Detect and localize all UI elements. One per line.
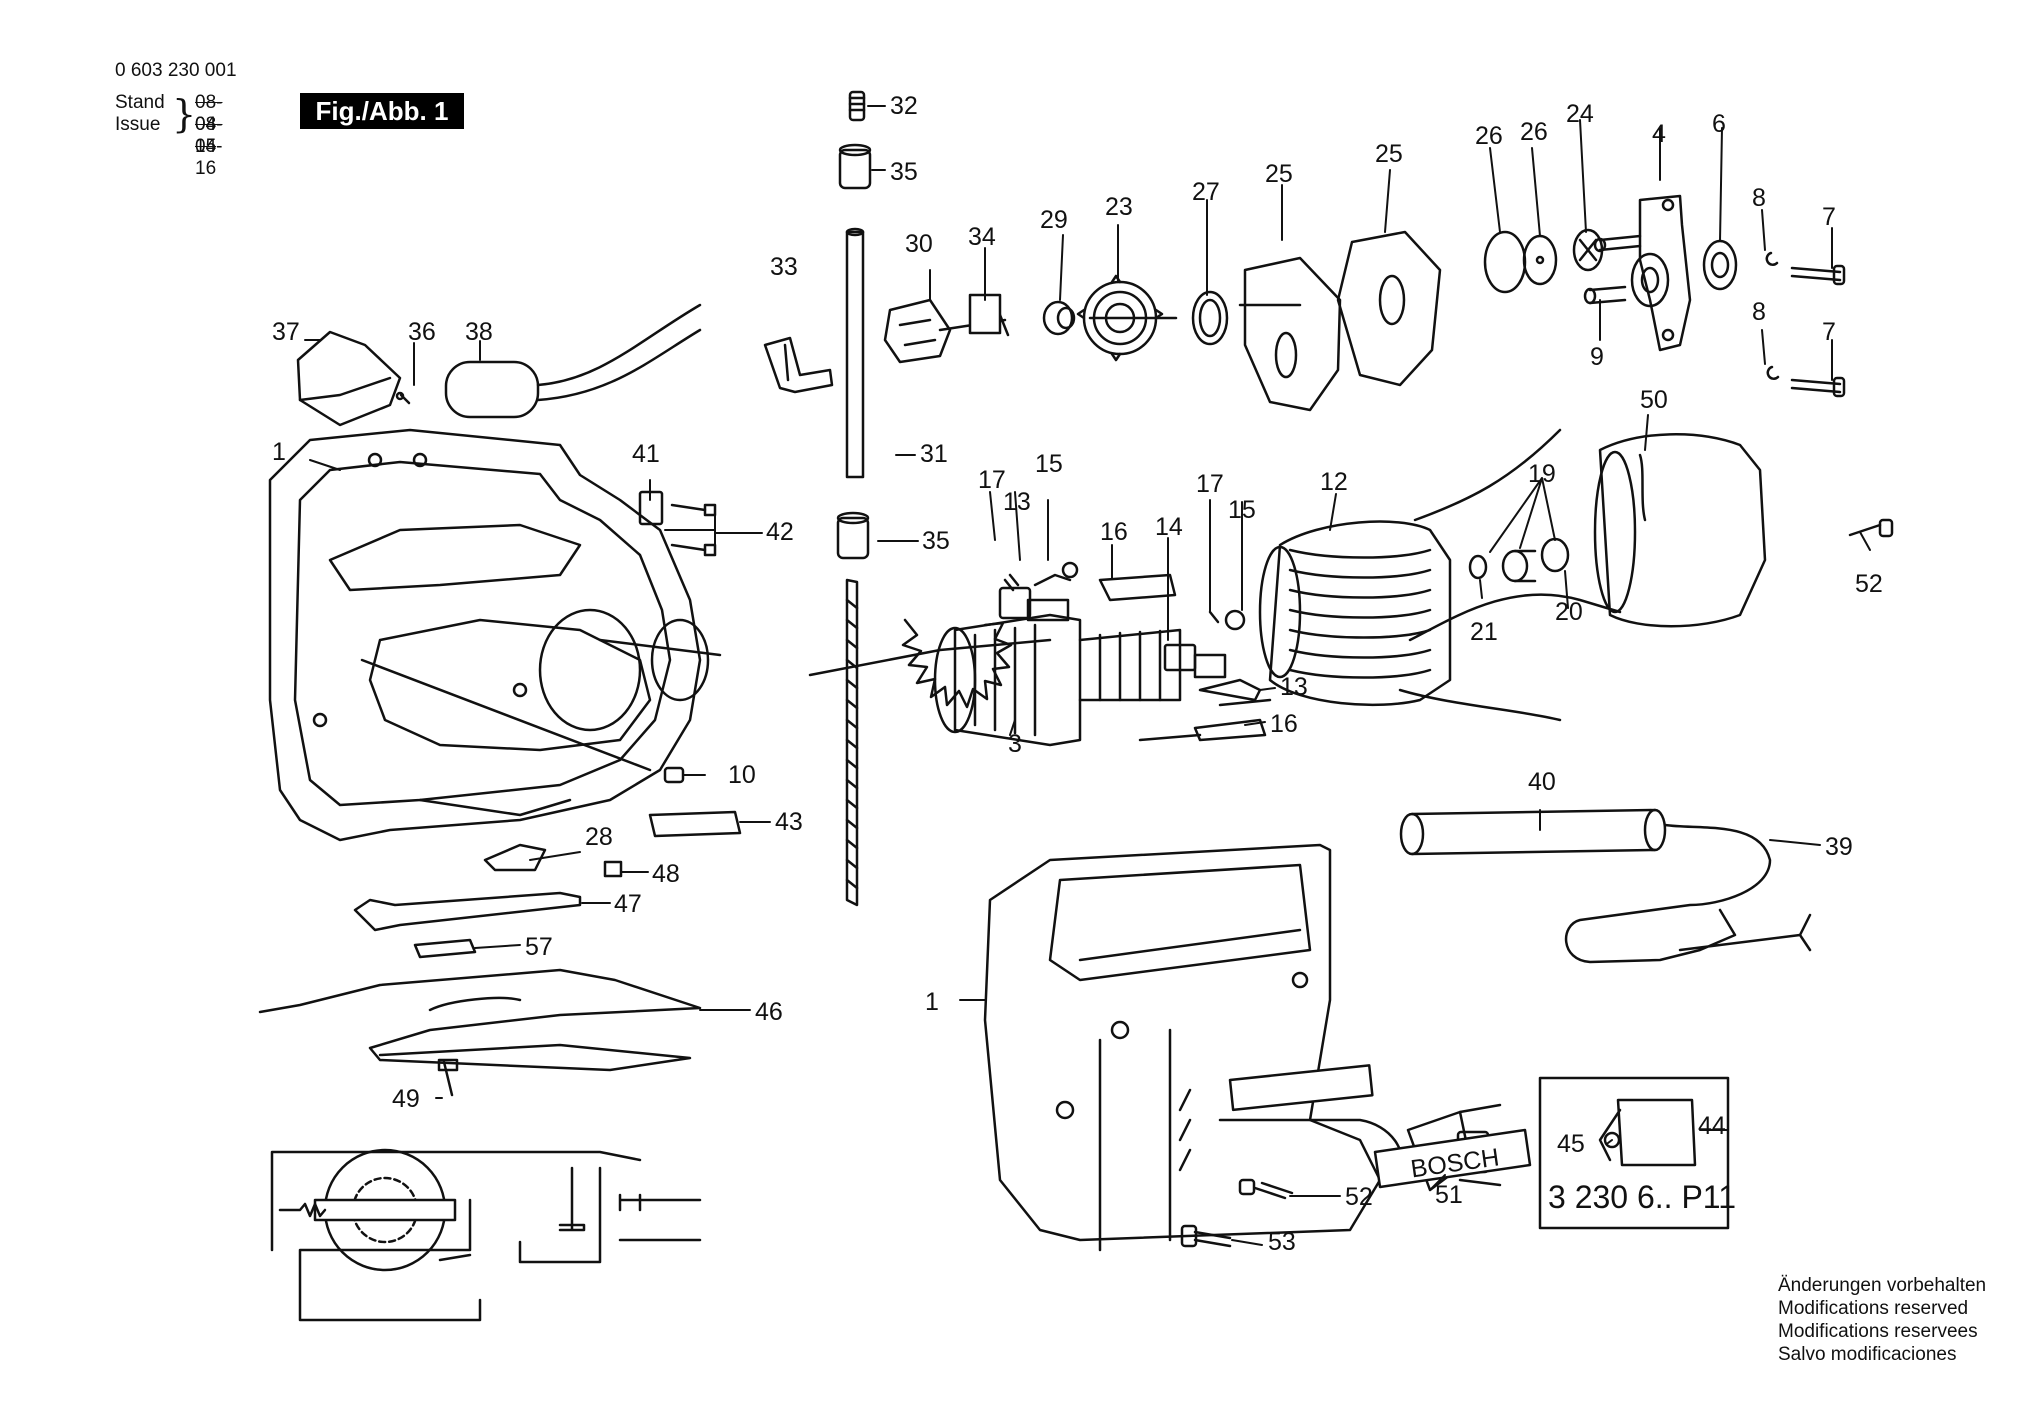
gear-drive-parts [763,194,1846,412]
nameplate: BOSCH [1373,1128,1532,1189]
label-35-top: 35 [890,158,918,186]
label-46: 46 [755,998,783,1026]
brace-icon: } [172,92,197,136]
label-26-left: 26 [1475,122,1503,150]
stand-issue-block: Stand Issue } 08-04-15 08-04-16 [115,92,222,179]
label-1-left: 1 [272,438,286,466]
label-16-bottom: 16 [1270,710,1298,738]
housing-screws [1180,1178,1294,1248]
label-32: 32 [890,92,918,120]
label-27: 27 [1192,178,1220,206]
motor-field-and-housing [1258,428,1894,722]
label-17-right: 17 [1196,470,1224,498]
switch-and-capacitor [296,303,702,427]
label-41: 41 [632,440,660,468]
label-49: 49 [392,1085,420,1113]
issue-date: 08-04-16 [195,114,223,179]
plunger-assembly [836,90,872,907]
stand-label: Stand [115,92,165,113]
label-13-bottom: 13 [1280,673,1308,701]
label-47: 47 [614,890,642,918]
label-31: 31 [920,440,948,468]
label-25-right: 25 [1375,140,1403,168]
label-15-left: 15 [1035,450,1063,478]
note-fr: Modifications reservees [1778,1321,1978,1342]
label-24: 24 [1566,100,1594,128]
label-21: 21 [1470,618,1498,646]
armature-assembly [808,561,1272,747]
label-12: 12 [1320,468,1348,496]
label-8-top: 8 [1752,184,1766,212]
label-9: 9 [1590,343,1604,371]
label-8-bottom: 8 [1752,298,1766,326]
label-26-right: 26 [1520,118,1548,146]
label-40: 40 [1528,768,1556,796]
motor-housing-right [983,843,1502,1252]
label-10: 10 [728,761,756,789]
label-19: 19 [1528,460,1556,488]
stand-date: 08-04-15 [195,92,223,157]
document-number: 0 603 230 001 [115,60,237,81]
label-28: 28 [585,823,613,851]
label-30: 30 [905,230,933,258]
label-34: 34 [968,223,996,251]
label-4: 4 [1652,120,1666,148]
modification-notes: Änderungen vorbehalten Modifications res… [1778,1274,1986,1366]
label-13-top: 13 [1003,488,1031,516]
label-37: 37 [272,318,300,346]
switch-inset [1538,1076,1730,1230]
label-50: 50 [1640,386,1668,414]
label-1-right: 1 [925,988,939,1016]
label-53: 53 [1268,1228,1296,1256]
label-48: 48 [652,860,680,888]
wiring-schematic [270,1148,702,1322]
note-de: Änderungen vorbehalten [1778,1275,1987,1296]
mains-cable [1399,808,1812,964]
note-en: Modifications reserved [1778,1298,1969,1319]
label-52-right: 52 [1855,570,1883,598]
label-44: 44 [1698,1112,1726,1140]
label-17-left: 17 [978,466,1006,494]
label-15-right: 15 [1228,496,1256,524]
label-23: 23 [1105,193,1133,221]
label-57: 57 [525,933,553,961]
issue-label: Issue [115,114,161,135]
label-7-top: 7 [1822,203,1836,231]
label-51: 51 [1435,1181,1463,1209]
label-45: 45 [1557,1130,1585,1158]
lower-left-parts [258,766,742,1097]
label-25-left: 25 [1265,160,1293,188]
label-52-bottom: 52 [1345,1183,1373,1211]
label-3: 3 [1008,730,1022,758]
label-36: 36 [408,318,436,346]
figure-label: Fig./Abb. 1 [300,93,464,129]
label-6: 6 [1712,110,1726,138]
label-33: 33 [770,253,798,281]
leader-lines [304,105,1871,1246]
label-38: 38 [465,318,493,346]
label-16-top: 16 [1100,518,1128,546]
label-42: 42 [766,518,794,546]
label-39: 39 [1825,833,1853,861]
label-7-bottom: 7 [1822,318,1836,346]
label-29: 29 [1040,206,1068,234]
part-labels: 32 35 30 34 33 29 23 27 25 25 26 26 24 4… [272,92,1883,1256]
label-43: 43 [775,808,803,836]
gear-housing-left [268,428,722,842]
label-14: 14 [1155,513,1183,541]
switch-code: 3 230 6.. P11 [1548,1179,1736,1215]
note-es: Salvo modificaciones [1778,1344,1957,1365]
label-20: 20 [1555,598,1583,626]
switch-screws [638,490,717,557]
label-35-bottom: 35 [922,527,950,555]
